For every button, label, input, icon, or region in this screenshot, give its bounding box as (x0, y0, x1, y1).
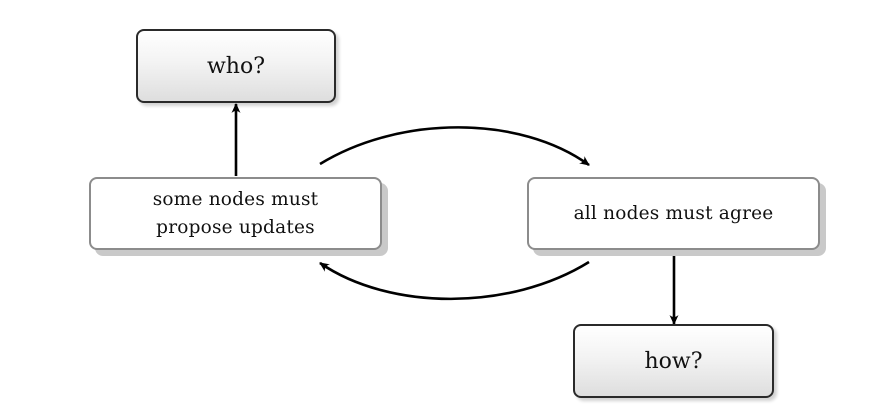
node-all-agree: all nodes must agree (527, 177, 820, 250)
node-all-agree-label: all nodes must agree (573, 202, 774, 224)
node-propose-updates-text: some nodes must propose updates (153, 186, 319, 242)
node-who-label: who? (206, 53, 266, 79)
arrow-propose-to-agree (319, 126, 590, 167)
node-propose-updates-line-1: some nodes must (152, 188, 319, 210)
node-how: how? (573, 324, 774, 398)
node-who: who? (136, 29, 336, 103)
node-propose-updates: some nodes must propose updates (89, 177, 382, 250)
arrow-agree-to-propose (319, 260, 590, 301)
node-how-label: how? (644, 348, 703, 374)
node-propose-updates-line-2: propose updates (156, 216, 315, 238)
